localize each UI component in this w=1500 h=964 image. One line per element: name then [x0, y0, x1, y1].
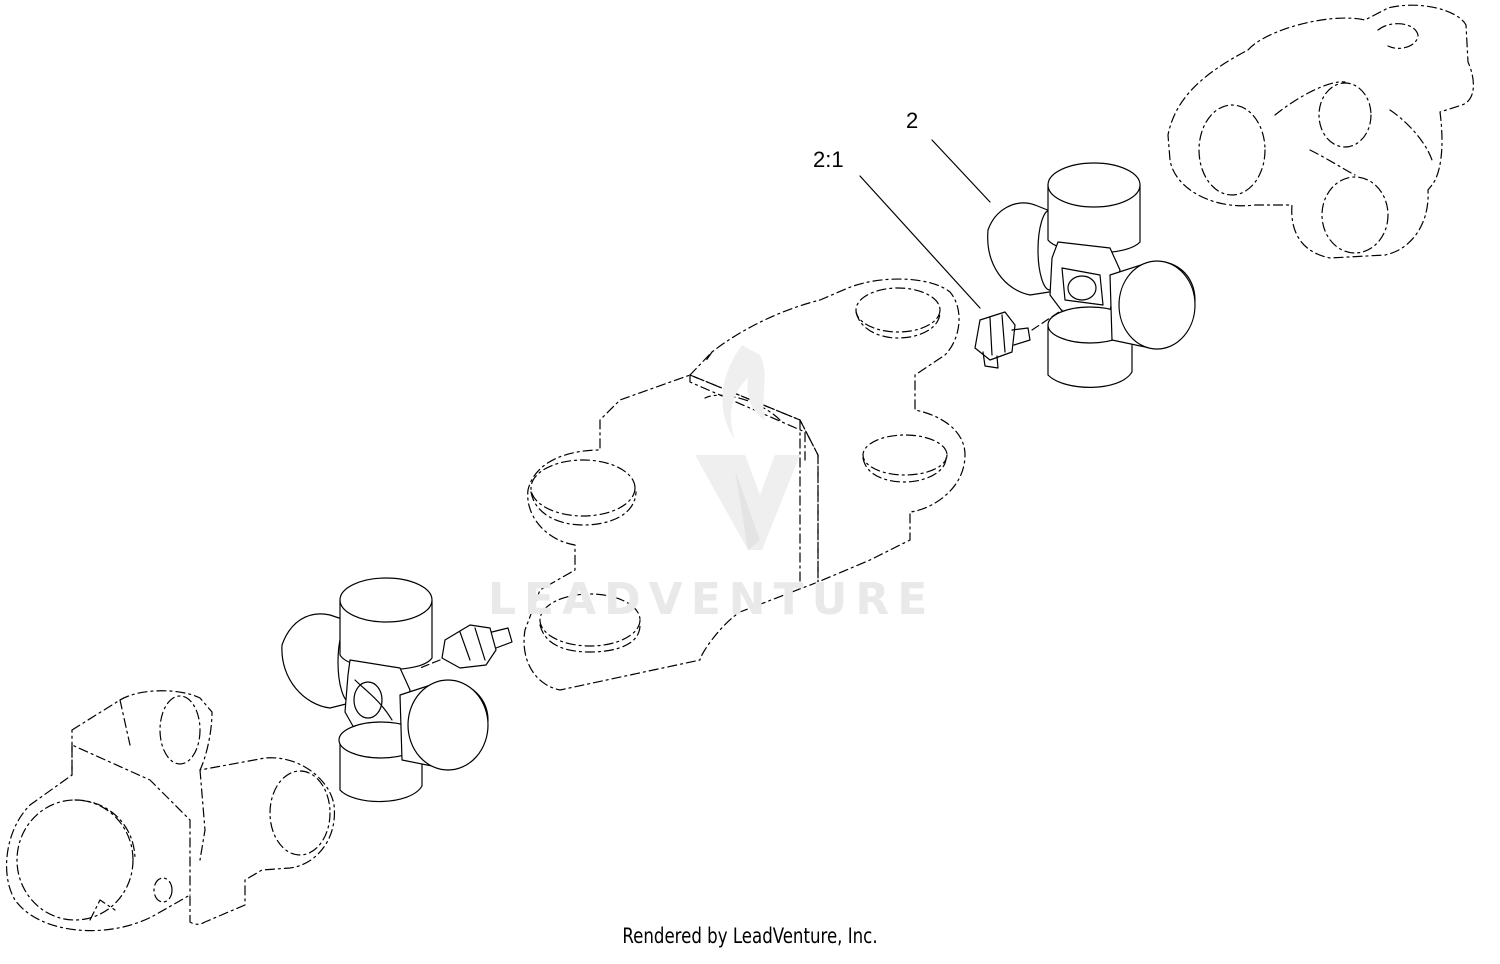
render-credit: Rendered by LeadVenture, Inc. [622, 924, 878, 948]
lower-grease-fitting [419, 624, 513, 669]
upper-right-yoke-phantom [1167, 4, 1474, 259]
lower-left-yoke-phantom [5, 690, 336, 932]
callout-leaders [859, 139, 991, 309]
callout-part-2: 2 [906, 108, 919, 133]
upper-u-joint [987, 162, 1196, 388]
upper-grease-fitting [974, 309, 1063, 369]
lower-u-joint [281, 577, 489, 803]
callout-part-2-1: 2:1 [813, 147, 844, 172]
central-shaft-phantom [523, 278, 966, 691]
